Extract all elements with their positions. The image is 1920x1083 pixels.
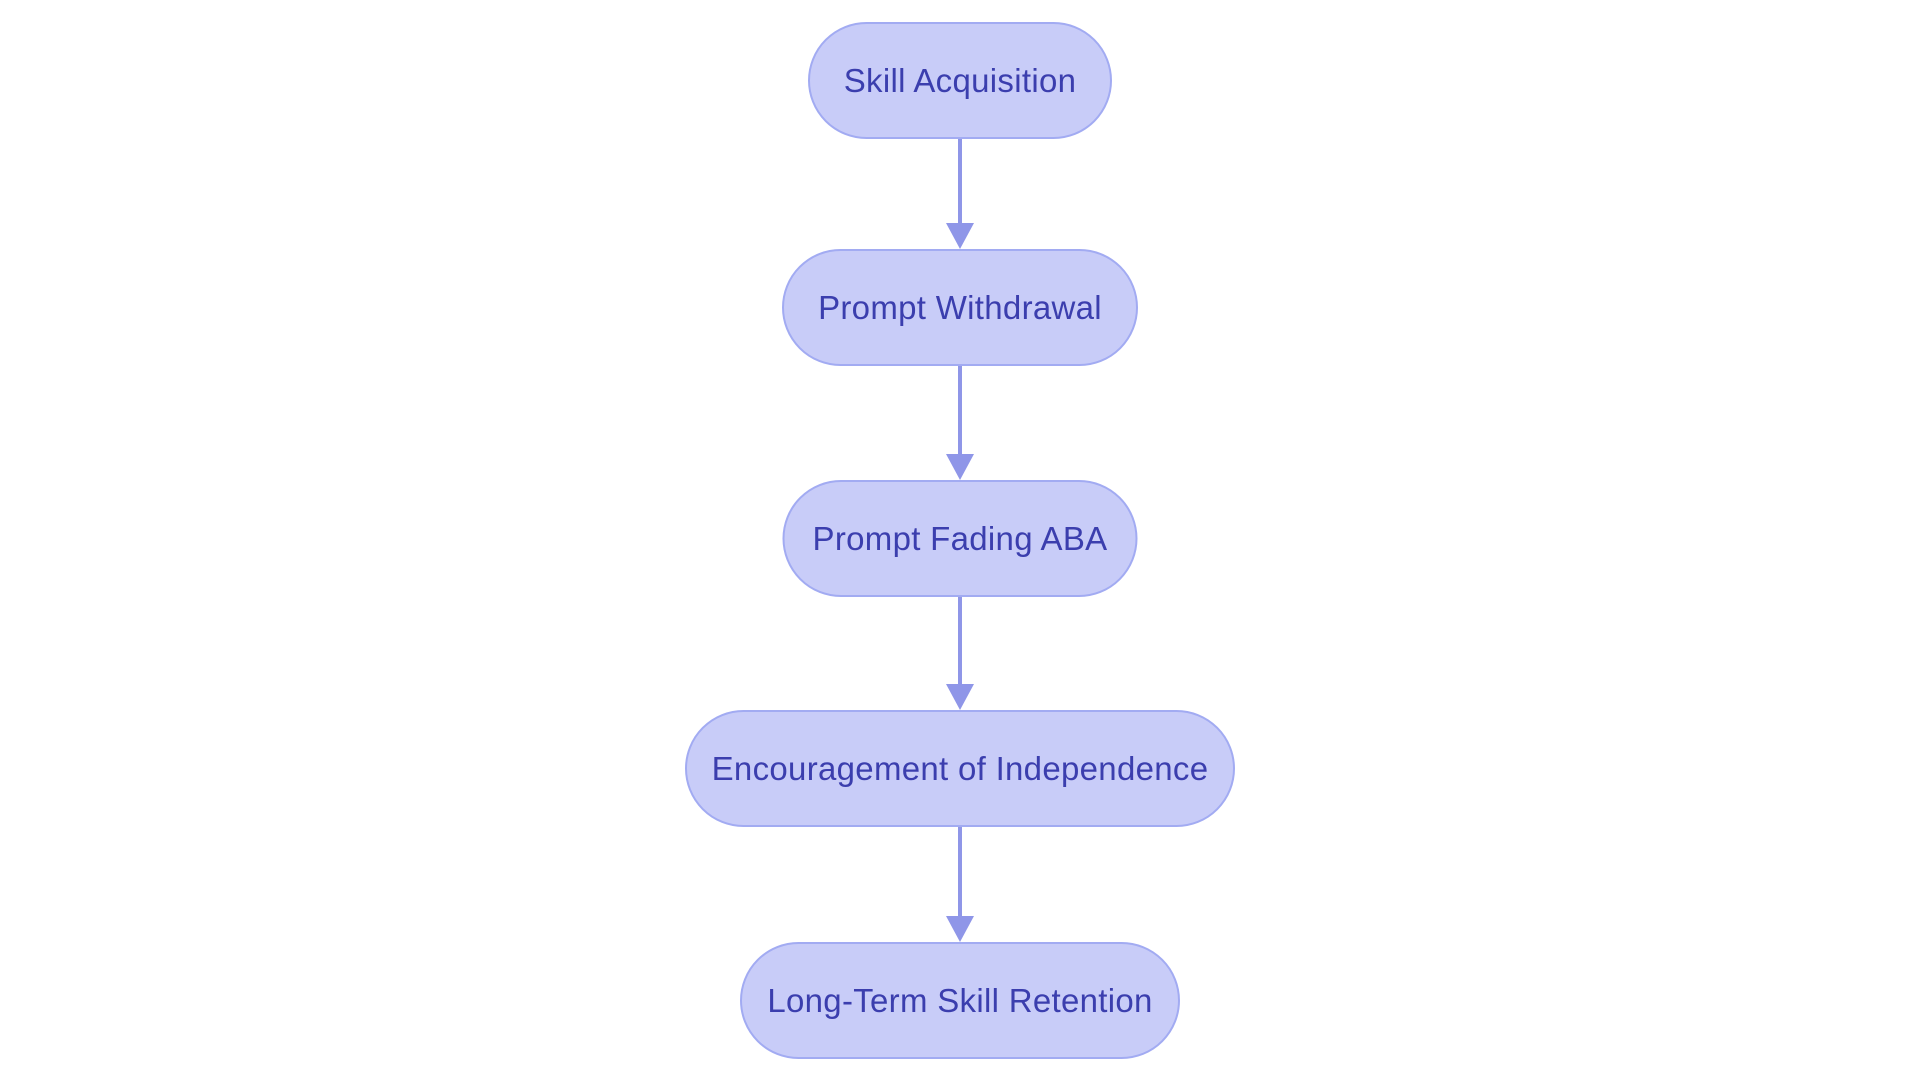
arrow-head-icon [946,916,974,942]
arrow-head-icon [946,684,974,710]
node-long-term-skill-retention: Long-Term Skill Retention [740,942,1180,1059]
arrow-head-icon [946,454,974,480]
node-label: Encouragement of Independence [711,750,1209,787]
node-label: Long-Term Skill Retention [767,982,1153,1019]
arrow-prompt-fading-aba-to-encouragement-of-independence [946,597,974,710]
node-label: Prompt Fading ABA [812,520,1108,557]
arrow-head-icon [946,223,974,249]
node-prompt-withdrawal: Prompt Withdrawal [782,249,1138,366]
arrow-skill-acquisition-to-prompt-withdrawal [946,139,974,249]
node-label: Skill Acquisition [843,62,1077,99]
arrow-shaft [958,366,962,454]
arrow-shaft [958,597,962,684]
node-prompt-fading-aba: Prompt Fading ABA [782,480,1138,597]
node-skill-acquisition: Skill Acquisition [808,22,1112,139]
arrow-shaft [958,827,962,916]
arrow-prompt-withdrawal-to-prompt-fading-aba [946,366,974,480]
node-label: Prompt Withdrawal [818,289,1102,326]
node-encouragement-of-independence: Encouragement of Independence [685,710,1235,827]
arrow-shaft [958,139,962,223]
arrow-encouragement-of-independence-to-long-term-skill-retention [946,827,974,942]
